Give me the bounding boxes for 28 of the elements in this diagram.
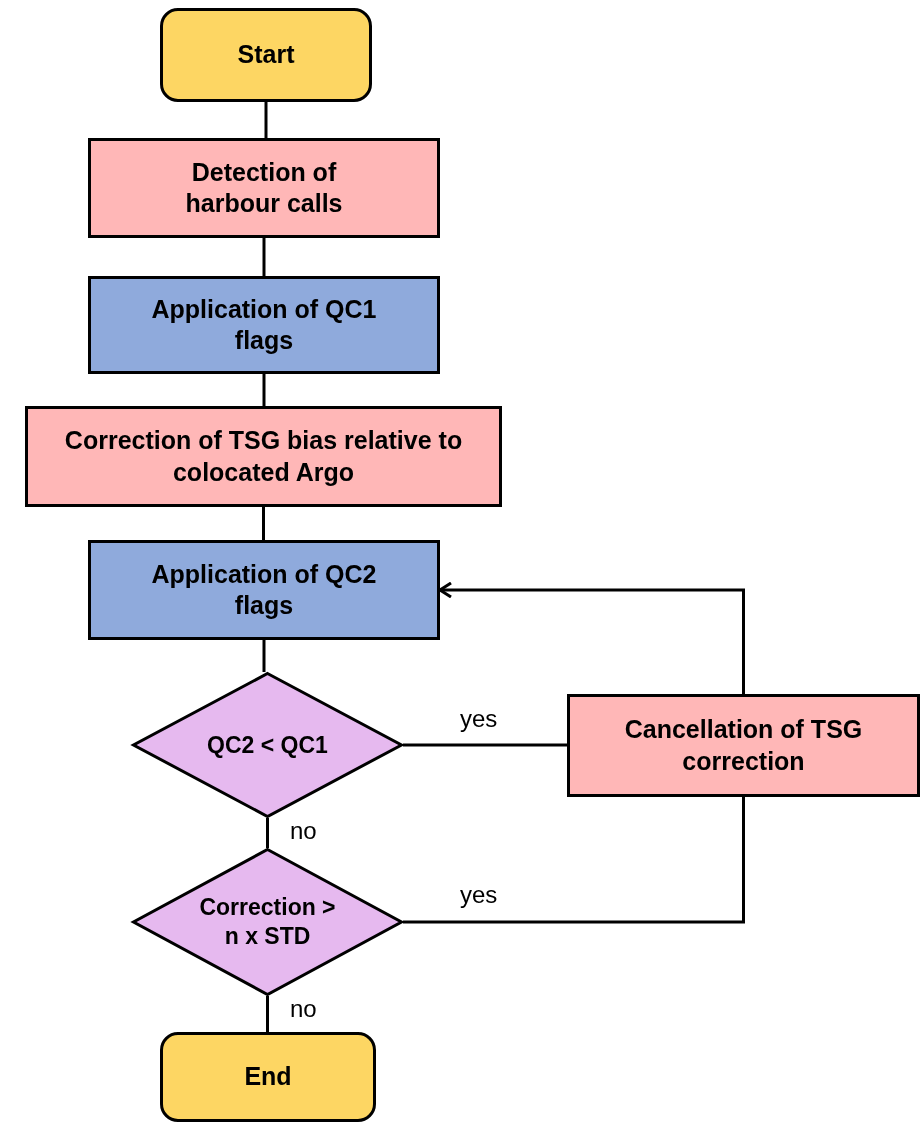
connector-line <box>262 507 265 540</box>
process-box <box>88 540 440 640</box>
box-label: Correction of TSG bias relative to colocated Argo <box>63 425 464 488</box>
box-label: Detection of harbour calls <box>184 156 344 219</box>
connector-line <box>262 640 266 672</box>
process-box <box>25 406 502 507</box>
connector-line <box>262 238 266 276</box>
decision-label: Correction > n x STD <box>198 893 337 951</box>
box-label: Application of QC1 flags <box>150 293 378 356</box>
process-box <box>88 276 440 374</box>
connector-line <box>264 102 268 138</box>
connector-line <box>262 374 266 406</box>
terminal-box <box>160 8 372 102</box>
decision-diamond <box>132 672 403 818</box>
terminal-box <box>160 1032 376 1122</box>
connector-line <box>266 818 269 848</box>
decision-diamond <box>132 848 403 996</box>
box-label: Cancellation of TSG correction <box>623 714 864 777</box>
box-label: End <box>244 1061 292 1093</box>
connector-line <box>403 743 567 747</box>
decision-label: QC2 < QC1 <box>207 730 328 760</box>
connector-line <box>403 797 745 924</box>
box-label: Start <box>237 39 295 71</box>
connector-line <box>266 996 269 1032</box>
process-box <box>567 694 920 797</box>
box-label: Application of QC2 flags <box>150 558 378 621</box>
arrow <box>438 581 745 694</box>
process-box <box>88 138 440 238</box>
